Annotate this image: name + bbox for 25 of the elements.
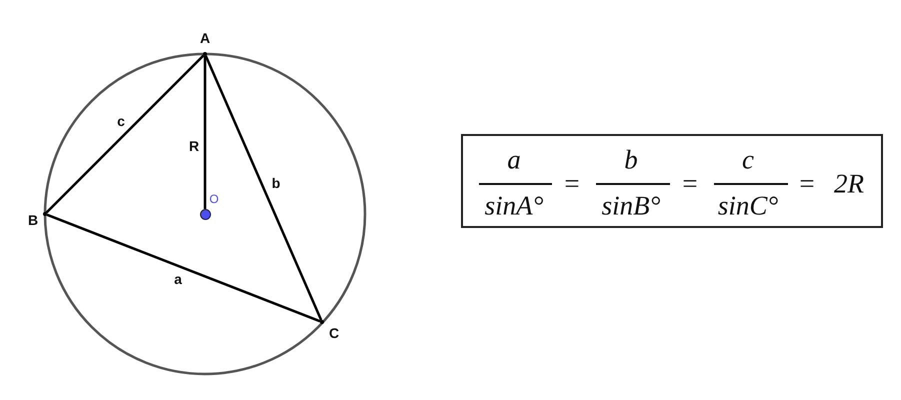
numerator: c <box>742 146 754 174</box>
vertex-point <box>320 320 324 324</box>
numerator: a <box>507 146 521 174</box>
line-segment <box>204 56 206 209</box>
equals-sign: = <box>799 170 815 198</box>
numerator: b <box>624 146 638 174</box>
equals-sign: = <box>564 170 580 198</box>
line-segment <box>46 214 321 322</box>
edge-label: R <box>188 138 200 154</box>
line-segment <box>204 55 322 321</box>
denominator: sinC° <box>718 192 778 220</box>
line-segment <box>46 54 204 214</box>
point-label: C <box>328 326 340 340</box>
edge-label: b <box>270 175 282 191</box>
point-label: A <box>200 31 210 45</box>
denominator: sinB° <box>602 192 660 220</box>
center-point <box>200 208 210 220</box>
vertex-point <box>203 52 207 56</box>
formula-result: 2R <box>834 170 864 198</box>
formula-box <box>461 134 883 228</box>
denominator: sinA° <box>484 192 544 220</box>
equals-sign: = <box>682 170 698 198</box>
vertex-point <box>43 212 47 216</box>
point-label: O <box>209 193 219 205</box>
point-label: B <box>28 213 38 227</box>
